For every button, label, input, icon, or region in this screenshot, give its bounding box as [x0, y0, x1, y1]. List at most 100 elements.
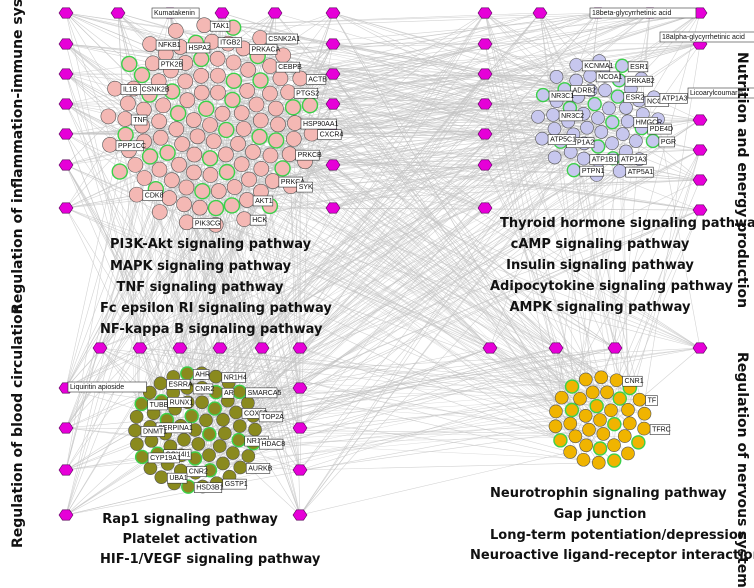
gene-label: ADRB2 — [571, 85, 596, 95]
compound-hexagon — [213, 343, 227, 353]
nutrition-gene-node — [567, 164, 580, 177]
compound-hexagon — [326, 203, 340, 213]
inflammation-gene-node — [240, 83, 255, 98]
gene-label: ATP1A3 — [619, 154, 647, 164]
nervous-gene-node — [608, 454, 621, 467]
gene-label: PIK3CG — [193, 218, 221, 228]
gene-label-text: UBA1 — [169, 475, 187, 482]
inflammation-gene-node — [210, 68, 225, 83]
inflammation-gene-node — [210, 85, 225, 100]
compound-hexagon — [608, 343, 622, 353]
gene-label-text: PTGS2 — [296, 90, 319, 97]
nervous-gene-node — [608, 439, 621, 452]
inflammation-gene-node — [224, 198, 239, 213]
nervous-gene-node — [594, 414, 607, 427]
nervous-gene-node — [613, 392, 626, 405]
nervous-gene-node — [580, 439, 593, 452]
inflammation-gene-node — [218, 147, 233, 162]
nutrition-gene-node — [646, 134, 659, 147]
gene-label: CEBPB — [276, 62, 302, 72]
nutrition-gene-node — [580, 121, 593, 134]
inflammation-gene-node — [195, 184, 210, 199]
gene-label-text: ATP5C1 — [550, 137, 576, 144]
nutrition-gene-node — [603, 102, 616, 115]
gene-label-text: NR3C1 — [551, 93, 574, 100]
blood-gene-node — [181, 367, 194, 380]
gene-label: HSP90AA1 — [301, 119, 339, 129]
inflammation-gene-node — [227, 180, 242, 195]
blood-gene-node — [136, 450, 149, 463]
inflammation-gene-node — [177, 197, 192, 212]
pathway-label: Long-term potentiation/depression — [490, 528, 710, 543]
compound-hexagon — [478, 69, 492, 79]
nutrition-gene-node — [616, 59, 629, 72]
compound-hexagon — [59, 510, 73, 520]
gene-label-text: NCOA1 — [598, 74, 622, 81]
nutrition-gene-node — [616, 128, 629, 141]
gene-label: RUNX1 — [168, 397, 194, 407]
gene-label-text: ATP1A3 — [662, 95, 688, 102]
blood-gene-node — [218, 427, 231, 440]
gene-label-text: CNR1 — [625, 378, 644, 385]
gene-label: TUBB — [148, 400, 169, 410]
gene-label: PRKCB — [296, 150, 322, 160]
compound-hexagon — [111, 8, 125, 18]
nutrition-gene-node — [611, 90, 624, 103]
gene-label: TF — [646, 396, 658, 406]
inflammation-gene-node — [252, 129, 267, 144]
blood-gene-node — [154, 377, 167, 390]
gene-label: ESR1 — [628, 62, 648, 72]
blood-gene-node — [213, 440, 226, 453]
side-label-blood: Regulation of blood circulation — [10, 304, 26, 548]
gene-label: Liquiritin apioside — [68, 382, 146, 392]
gene-label-text: PTK2B — [161, 61, 184, 68]
gene-label: HDAC8 — [259, 439, 285, 449]
blood-gene-node — [242, 450, 255, 463]
compound-hexagon — [59, 465, 73, 475]
nutrition-gene-node — [629, 135, 642, 148]
nervous-gene-node — [577, 453, 590, 466]
blood-gene-node — [200, 414, 213, 427]
gene-label-text: ESR1 — [630, 64, 648, 71]
inflammation-gene-node — [219, 122, 234, 137]
inflammation-gene-node — [226, 55, 241, 70]
inflammation-gene-node — [118, 127, 133, 142]
gene-label-text: TOP2A — [261, 414, 284, 421]
nervous-gene-node — [590, 400, 603, 413]
gene-label: 18alpha-glycyrrhetinic acid — [660, 32, 754, 42]
inflammation-gene-node — [192, 200, 207, 215]
inflammation-gene-node — [253, 30, 268, 45]
nervous-gene-node — [633, 393, 646, 406]
gene-label: 18beta-glycyrrhetinic acid — [590, 8, 696, 18]
compound-hexagon — [59, 160, 73, 170]
gene-label: PRKACA — [250, 44, 281, 54]
gene-label: PGR — [659, 137, 676, 147]
gene-label-text: NR1H4 — [224, 375, 247, 382]
nutrition-gene-node — [599, 84, 612, 97]
blood-gene-node — [241, 397, 254, 410]
nervous-gene-node — [592, 456, 605, 469]
gene-label: AKT1 — [253, 196, 273, 206]
inflammation-gene-node — [172, 157, 187, 172]
inflammation-gene-node — [237, 212, 252, 227]
compound-hexagon — [326, 8, 340, 18]
gene-label-text: TF — [648, 398, 657, 405]
nervous-gene-node — [597, 427, 610, 440]
gene-label: CXCR4 — [318, 130, 344, 140]
gene-label: PTPN1 — [580, 166, 605, 176]
gene-label-text: TAK1 — [212, 23, 229, 30]
inflammation-gene-node — [231, 136, 246, 151]
blood-gene-node — [130, 410, 143, 423]
gene-label-text: ATP1A3 — [621, 156, 647, 163]
nutrition-gene-node — [548, 122, 561, 135]
nervous-gene-node — [594, 442, 607, 455]
inflammation-gene-node — [168, 23, 183, 38]
gene-label: ACTB — [306, 74, 327, 84]
compound-hexagon — [478, 203, 492, 213]
gene-label-text: AURKB — [248, 465, 272, 472]
pathway-label: Neurotrophin signaling pathway — [490, 486, 710, 501]
compound-hexagon — [293, 465, 307, 475]
gene-label-text: Liquiritin apioside — [70, 384, 124, 391]
compound-hexagon — [478, 160, 492, 170]
inflammation-gene-node — [152, 114, 167, 129]
